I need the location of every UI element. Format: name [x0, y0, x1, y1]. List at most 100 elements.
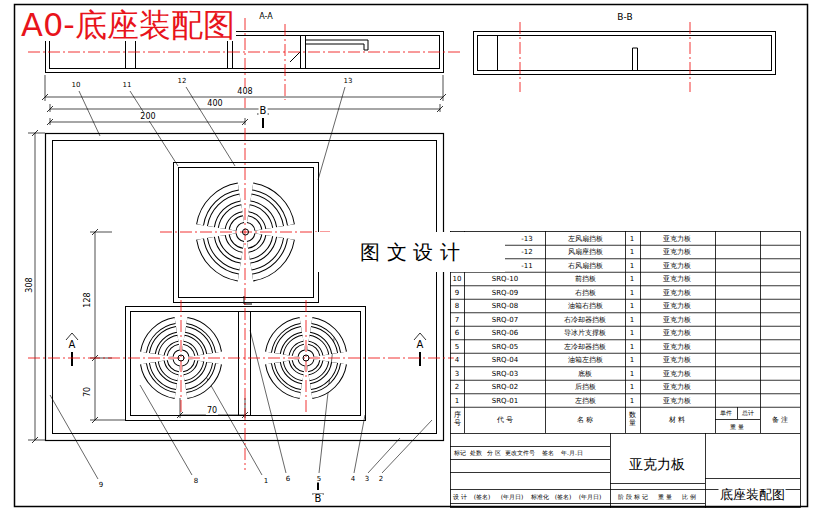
section-label: B-B	[616, 13, 633, 22]
table-cell: 油箱左挡板	[567, 357, 604, 364]
table-cell: SRQ-10	[491, 276, 519, 283]
table-header: 单件	[719, 410, 733, 416]
drawing-title: A0-底座装配图	[20, 9, 236, 41]
callout-number: 13	[343, 78, 354, 85]
title-block-text: (年月日)	[500, 494, 525, 500]
title-block-text: 分 区	[486, 450, 502, 456]
dimension-text: 200	[139, 113, 156, 121]
material-name: 亚克力板	[628, 457, 686, 471]
section-label: A-A	[258, 13, 273, 21]
callout-number: 4	[350, 476, 356, 483]
dimension-text: 408	[236, 88, 253, 96]
callout-number: 9	[98, 482, 104, 489]
table-cell: 5	[454, 343, 460, 350]
table-cell: 1	[629, 289, 635, 296]
section-mark: B	[259, 106, 268, 116]
callout-number: 1	[263, 478, 269, 485]
title-block-text: 处数	[469, 450, 483, 456]
table-cell: 左挡板	[574, 397, 597, 404]
table-cell: SRQ-04	[491, 357, 519, 364]
table-cell: -12	[520, 249, 533, 256]
table-cell: 1	[629, 235, 635, 242]
table-header: 序号	[453, 412, 462, 427]
table-cell: SRQ-06	[491, 330, 519, 337]
table-cell: 亚克力板	[662, 262, 692, 269]
table-cell: 右冷却器挡板	[563, 316, 607, 323]
table-cell: 9	[454, 289, 460, 296]
table-cell: 亚克力板	[662, 397, 692, 404]
table-cell: 3	[454, 370, 460, 377]
callout-number: 12	[177, 78, 188, 85]
title-block-text: (签名)	[554, 494, 573, 500]
table-cell: 10	[452, 276, 463, 283]
table-cell: 亚克力板	[662, 384, 692, 391]
table-cell: 亚克力板	[662, 357, 692, 364]
table-cell: 亚克力板	[662, 235, 692, 242]
dimension-text: 400	[206, 100, 223, 108]
table-cell: 1	[629, 343, 635, 350]
table-header: 代 号	[496, 417, 514, 424]
table-header: 总计	[741, 410, 755, 416]
section-mark: B	[314, 494, 323, 504]
table-cell: 1	[629, 303, 635, 310]
table-cell: 1	[629, 397, 635, 404]
table-cell: 6	[454, 330, 460, 337]
table-cell: 左冷却器挡板	[563, 343, 607, 350]
table-header: 材 料	[668, 417, 686, 424]
table-cell: 1	[629, 384, 635, 391]
table-cell: 前挡板	[574, 276, 597, 283]
title-block-text: 设 计	[452, 494, 468, 500]
section-mark: A	[68, 340, 77, 350]
callout-number: 8	[193, 478, 199, 485]
table-cell: 亚克力板	[662, 370, 692, 377]
table-cell: SRQ-05	[491, 343, 519, 350]
table-cell: 1	[629, 249, 635, 256]
table-cell: -11	[520, 262, 533, 269]
table-cell: 1	[629, 330, 635, 337]
table-cell: 1	[629, 276, 635, 283]
table-cell: 导冰片支撑板	[563, 330, 607, 337]
table-cell: 4	[454, 357, 460, 364]
table-cell: 右风扇挡板	[567, 262, 604, 269]
callout-number: 5	[316, 476, 322, 483]
table-cell: 亚克力板	[662, 276, 692, 283]
table-cell: 2	[454, 384, 460, 391]
callout-number: 10	[71, 82, 82, 89]
title-block-text: (年月日)	[578, 494, 603, 500]
table-cell: 1	[629, 357, 635, 364]
table-cell: SRQ-09	[491, 289, 519, 296]
title-block-text: (签名)	[473, 494, 492, 500]
table-cell: 后挡板	[574, 384, 597, 391]
callout-number: 3	[364, 476, 370, 483]
table-cell: 亚克力板	[662, 343, 692, 350]
title-block-text: 阶 段 标 记	[617, 494, 649, 500]
table-header: 名 称	[576, 417, 594, 424]
table-header: 数量	[628, 412, 637, 427]
table-cell: 1	[629, 316, 635, 323]
title-block-text: 签名	[541, 450, 555, 456]
table-cell: SRQ-07	[491, 316, 519, 323]
title-block-text: 标准化	[530, 494, 550, 500]
table-cell: 1	[629, 370, 635, 377]
table-cell: 油箱右挡板	[567, 303, 604, 310]
table-cell: 1	[629, 262, 635, 269]
table-cell: SRQ-02	[491, 384, 519, 391]
title-block-text: 标记	[453, 450, 467, 456]
dimension-text: 308	[26, 276, 34, 293]
watermark-box: 图 文 设 计	[315, 232, 505, 272]
callout-number: 2	[378, 476, 384, 483]
table-cell: 亚克力板	[662, 303, 692, 310]
table-cell: 风扇座挡板	[567, 249, 604, 256]
table-cell: 底板	[577, 370, 593, 377]
table-header: 备 注	[771, 417, 789, 424]
table-cell: 右挡板	[574, 289, 597, 296]
table-cell: SRQ-03	[491, 370, 519, 377]
table-cell: 亚克力板	[662, 289, 692, 296]
table-cell: 亚克力板	[662, 316, 692, 323]
table-cell: 左风扇挡板	[567, 235, 604, 242]
table-cell: 亚克力板	[662, 330, 692, 337]
watermark-text: 图 文 设 计	[360, 239, 459, 266]
dimension-text: 128	[84, 291, 92, 308]
title-block-text: 年.月.日	[560, 450, 584, 456]
